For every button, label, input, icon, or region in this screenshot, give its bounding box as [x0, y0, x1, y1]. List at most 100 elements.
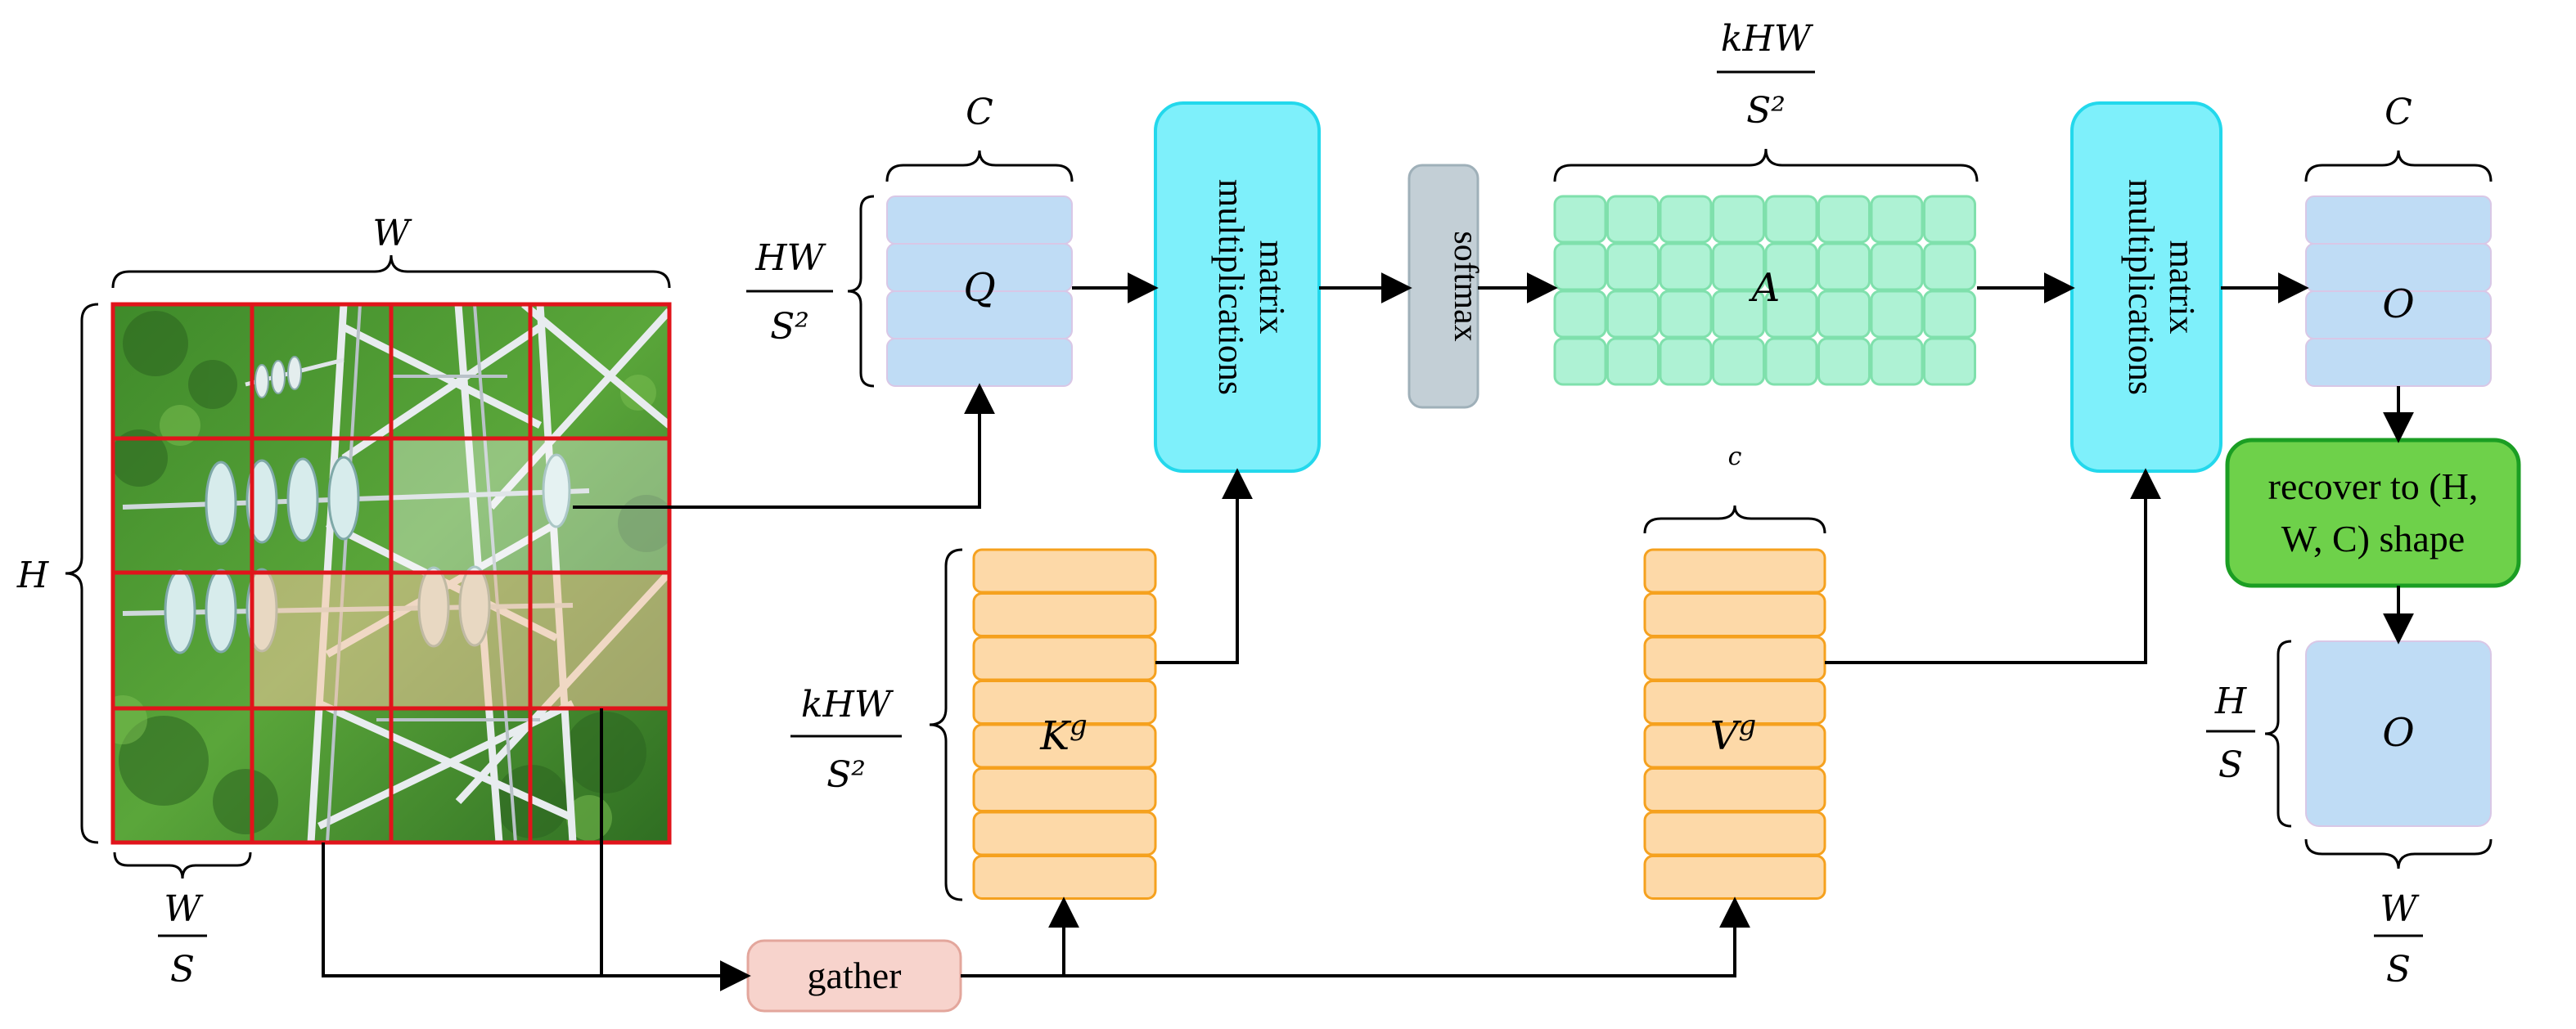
attention-cell [1764, 195, 1818, 244]
query-height-brace [847, 195, 875, 388]
matmul-2-block: matrix multiplications [2070, 101, 2222, 473]
arrow-image-to-gather-1 [322, 843, 751, 991]
connectors [322, 272, 2414, 991]
matmul-1-block: matrix multiplications [1154, 101, 1321, 473]
query-channel-label: C [966, 92, 993, 133]
cell-width-brace [113, 852, 252, 879]
value-row [1643, 548, 1826, 594]
attention-cell [1764, 290, 1818, 339]
key-row [972, 855, 1157, 900]
value-superscript: g [1738, 709, 1756, 742]
attention-cell [1712, 290, 1765, 339]
output-channel-brace [2304, 150, 2493, 182]
key-height-den: S² [826, 754, 866, 796]
gather-label: gather [808, 955, 902, 996]
value-label: Vg [1710, 709, 1756, 759]
attention-cell [1764, 242, 1818, 291]
attention-cell [1606, 195, 1660, 244]
value-row [1643, 592, 1826, 637]
matmul-2-line2: multiplications [2121, 179, 2161, 395]
attention-cell [1712, 337, 1765, 386]
attention-cell [1659, 290, 1713, 339]
attention-cell [1764, 337, 1818, 386]
gather-block: gather [746, 939, 962, 1013]
softmax-block: softmax [1407, 164, 1484, 409]
attention-cell [1553, 337, 1607, 386]
attention-width-den: S² [1746, 90, 1786, 132]
attention-cell [1606, 290, 1660, 339]
output-map-height-num: H [2214, 681, 2248, 722]
output-map-block: O [2305, 640, 2492, 827]
foliage-texture [113, 311, 669, 838]
attention-cell [1870, 195, 1924, 244]
query-height-num: HW [754, 237, 826, 279]
image-width-label: W [372, 213, 412, 254]
attention-cell [1923, 337, 1976, 386]
attention-cell [1553, 195, 1607, 244]
value-channel-brace [1643, 505, 1826, 534]
cell-width-num: W [164, 888, 204, 930]
cell-width-den: S [170, 949, 195, 991]
attention-cell [1923, 242, 1976, 291]
query-row [886, 195, 1073, 245]
output-tokens-block: O [2305, 195, 2492, 387]
attention-cell [1923, 195, 1976, 244]
arrow-value-to-matmul-2 [1825, 468, 2161, 664]
arrow-gather-to-value [1064, 896, 1750, 977]
output-row [2305, 195, 2492, 245]
input-image [110, 302, 672, 845]
output-map-label: O [2382, 710, 2414, 756]
key-superscript: g [1070, 709, 1088, 742]
attention-cell [1659, 337, 1713, 386]
output-channel-label: C [2385, 92, 2412, 133]
key-block [972, 548, 1157, 900]
image-height-brace [65, 303, 99, 844]
arrow-gather-to-key [961, 896, 1079, 977]
key-height-num: kHW [801, 684, 894, 726]
key-row [972, 592, 1157, 637]
attention-cell [1659, 242, 1713, 291]
value-block [1643, 548, 1826, 900]
attention-cell [1923, 290, 1976, 339]
attention-cell [1712, 195, 1765, 244]
attention-cell [1870, 242, 1924, 291]
query-block: Q [886, 195, 1073, 387]
arrow-key-to-matmul-1 [1155, 468, 1253, 664]
attention-cell [1606, 242, 1660, 291]
key-row [972, 767, 1157, 812]
value-row [1643, 636, 1826, 681]
arrow-image-to-query [573, 383, 995, 509]
attention-label: A [1749, 265, 1781, 311]
attention-cell [1817, 242, 1871, 291]
attention-cell [1870, 337, 1924, 386]
output-map-width-num: W [2380, 888, 2420, 930]
attention-width-brace [1553, 148, 1979, 182]
output-map-width-brace [2304, 838, 2493, 869]
attention-cell [1553, 290, 1607, 339]
key-label: Kg [1039, 709, 1088, 759]
key-row [972, 811, 1157, 856]
query-row [886, 338, 1073, 387]
value-row [1643, 767, 1826, 812]
matmul-1-line2: multiplications [1211, 179, 1251, 395]
window-grid [110, 302, 672, 845]
key-row [972, 548, 1157, 594]
attention-cell [1817, 195, 1871, 244]
routed-window-highlight [252, 573, 669, 708]
value-row [1643, 855, 1826, 900]
output-map-height-brace [2264, 640, 2292, 828]
attention-matrix [1553, 195, 1976, 386]
recover-box [2225, 438, 2521, 588]
recover-line1: recover to (H, [2268, 465, 2479, 507]
attention-cell [1870, 290, 1924, 339]
query-height-den: S² [770, 306, 809, 348]
output-row [2305, 338, 2492, 387]
output-map-height-den: S [2218, 744, 2243, 786]
attention-cell [1659, 195, 1713, 244]
image-width-brace [111, 254, 671, 289]
output-tokens-label: O [2382, 281, 2414, 327]
key-row [972, 636, 1157, 681]
key-name: K [1039, 713, 1072, 759]
attention-cell [1553, 242, 1607, 291]
